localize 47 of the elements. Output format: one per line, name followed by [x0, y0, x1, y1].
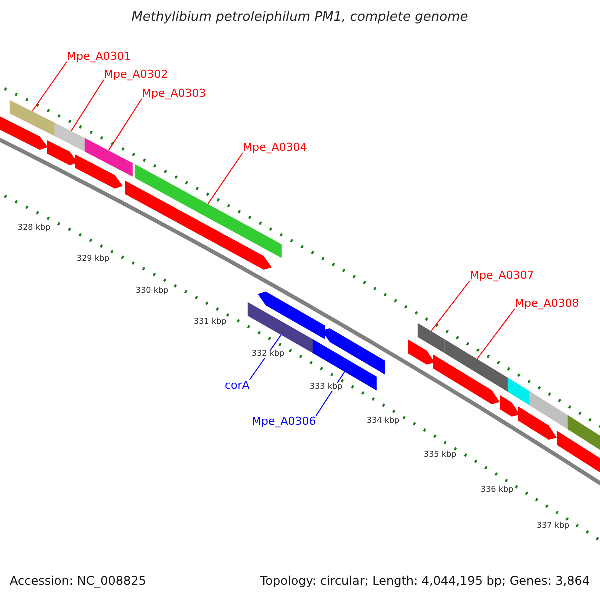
leader-line — [32, 62, 68, 112]
gene-label: Mpe_A0306 — [252, 416, 316, 427]
footer-text: Topology: circular; Length: 4,044,195 bp; Genes: 3,864 — [260, 575, 590, 587]
leader-line — [430, 280, 470, 332]
gene-feature — [312, 339, 377, 391]
footer-text: Accession: NC_008825 — [10, 575, 146, 587]
scale-label: 335 kbp — [424, 451, 457, 459]
gene-label: Mpe_A0304 — [243, 142, 308, 153]
gene-label: Mpe_A0302 — [104, 69, 168, 80]
gene-label: Mpe_A0308 — [515, 298, 580, 309]
title: Methylibium petroleiphilum PM1, complete genome — [130, 11, 470, 24]
gene-feature — [444, 340, 510, 394]
gene-feature — [125, 180, 272, 270]
scale-label: 333 kbp — [310, 383, 343, 391]
gene-feature — [84, 138, 133, 177]
scale-label: 336 kbp — [481, 486, 514, 494]
scale-label: 331 kbp — [194, 318, 227, 326]
gene-feature — [54, 122, 88, 154]
gene-feature — [530, 392, 570, 431]
scale-label: 329 kbp — [77, 255, 110, 263]
gene-feature — [258, 292, 325, 340]
gene-feature — [322, 328, 385, 375]
gene-feature — [500, 395, 520, 417]
gene-feature — [10, 100, 55, 136]
gene-feature — [518, 406, 557, 440]
gene-feature — [433, 354, 500, 404]
scale-label: 332 kbp — [252, 350, 285, 358]
scale-label: 330 kbp — [136, 287, 169, 295]
scale-label: 328 kbp — [18, 224, 51, 232]
scale-label: 334 kbp — [367, 417, 400, 425]
gene-feature — [508, 378, 530, 406]
gene-feature — [0, 116, 48, 150]
leader-line — [108, 98, 142, 152]
gene-feature — [75, 154, 123, 189]
gene-feature — [134, 164, 282, 258]
gene-feature — [418, 323, 445, 354]
gene-feature — [47, 140, 78, 166]
leader-line — [70, 80, 104, 132]
scale-label: 337 kbp — [537, 522, 570, 530]
leader-line — [476, 308, 516, 360]
gene-label: Mpe_A0307 — [470, 270, 534, 281]
gene-label: Mpe_A0301 — [67, 51, 132, 62]
gene-feature — [408, 340, 435, 365]
leader-line — [208, 152, 244, 204]
gene-label: Mpe_A0303 — [142, 88, 206, 99]
gene-feature — [557, 430, 600, 474]
gene-label: corA — [225, 380, 250, 391]
